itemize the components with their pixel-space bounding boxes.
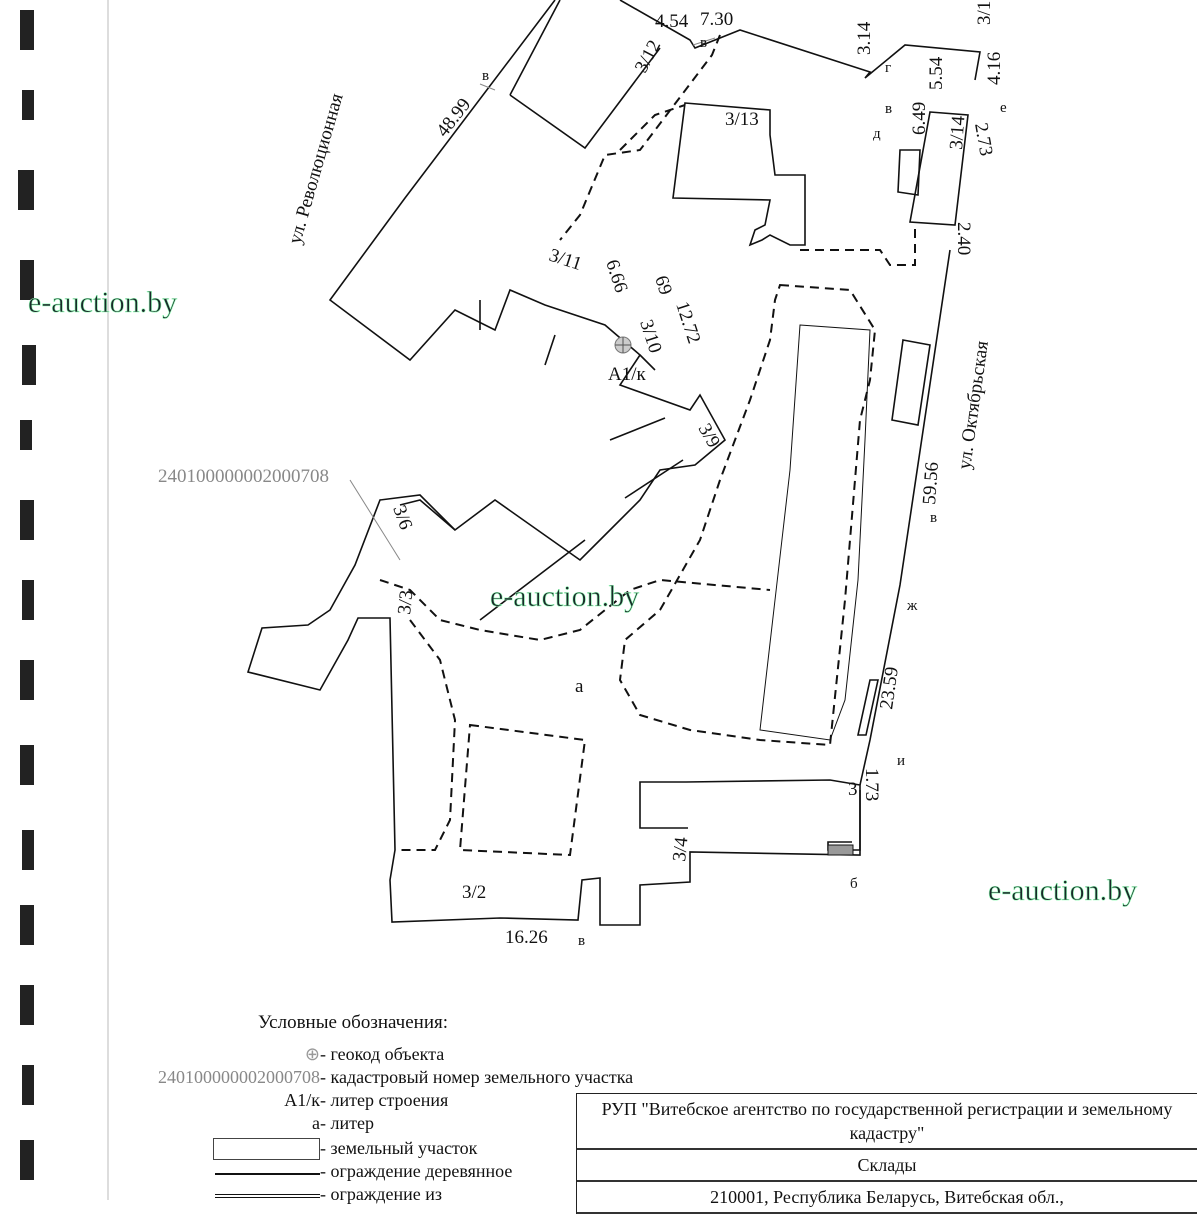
dimension-label: 5.54 <box>926 56 947 90</box>
dimension-label: 48.99 <box>432 94 475 141</box>
building-label: 3/1 <box>974 1 995 25</box>
building-label: 3/2 <box>462 882 486 903</box>
dimension-label: 4.16 <box>984 52 1005 85</box>
legend-text: - ограждение из <box>320 1184 442 1204</box>
legend-text: - литер строения <box>320 1090 449 1110</box>
point-label: ж <box>906 598 918 614</box>
building-label: 3/10 <box>635 317 665 356</box>
building-label: 3/13 <box>725 109 759 130</box>
point-label: в <box>482 68 489 84</box>
building-litera: A1/к <box>608 364 647 385</box>
legend-item-litera: а - литер <box>100 1113 720 1135</box>
point-label: б <box>850 876 858 892</box>
organization-name: РУП "Витебское агентство по государствен… <box>577 1094 1197 1150</box>
building-label: 3 <box>848 779 858 800</box>
building-label: 3/9 <box>694 420 724 452</box>
legend-text: - кадастровый номер земельного участка <box>320 1067 634 1087</box>
legend-symbol: A1/к <box>284 1090 320 1110</box>
building-label: 3/11 <box>546 245 584 275</box>
dimension-label: 16.26 <box>505 927 548 948</box>
legend-text: - геокод объекта <box>320 1044 445 1064</box>
watermark: e-auction.by <box>988 874 1137 907</box>
point-label: е <box>1000 100 1007 116</box>
street-label-oktyabrskaya: ул. Октябрьская <box>954 339 993 470</box>
wooden-fence-swatch <box>215 1161 320 1175</box>
land-plot-swatch <box>213 1138 320 1160</box>
legend-item-building-litera: A1/к - литер строения <box>100 1090 720 1112</box>
point-label: в <box>578 933 585 949</box>
legend-text: - земельный участок <box>320 1138 478 1158</box>
cadastral-number: 240100000002000708 <box>158 466 329 487</box>
litera-a: а <box>575 676 584 697</box>
fence-swatch <box>215 1184 320 1198</box>
dimension-label: 1.73 <box>861 768 882 801</box>
dimension-label: 7.30 <box>700 9 733 30</box>
point-label: в <box>930 510 937 526</box>
legend-item-geocode: ⊕ - геокод объекта <box>100 1044 720 1066</box>
legend-symbol: 240100000002000708 <box>158 1067 320 1087</box>
dimension-label: 23.59 <box>876 665 903 710</box>
dimension-label: 12.72 <box>671 299 704 346</box>
point-label: в <box>700 35 707 51</box>
building-label: 3/3 <box>394 589 417 615</box>
building-label: 3/4 <box>669 836 692 863</box>
geocode-icon: ⊕ <box>304 1044 320 1064</box>
watermark: e-auction.by <box>490 580 639 613</box>
scan-binding-edge <box>18 10 36 1180</box>
point-b-marker <box>827 844 854 856</box>
watermark: e-auction.by <box>28 286 177 319</box>
wooden-fence <box>379 34 916 857</box>
address: 210001, Республика Беларусь, Витебская о… <box>577 1182 1197 1214</box>
dimension-label: 2.40 <box>953 222 974 255</box>
legend-item-cadastral: 240100000002000708 - кадастровый номер з… <box>100 1067 720 1089</box>
legend-item-fence-other: - ограждение из <box>100 1184 720 1206</box>
building-label: 3/14 <box>946 115 969 151</box>
street-label-revolutsionnaya: ул. Революционная <box>285 91 348 247</box>
building-outlines <box>759 324 871 741</box>
point-label: и <box>897 753 905 769</box>
legend-text: - литер <box>320 1113 374 1133</box>
point-label: г <box>885 60 891 76</box>
building-label: 3/12 <box>631 37 665 77</box>
dimension-label: 59.56 <box>919 461 943 505</box>
point-label: в <box>885 101 892 117</box>
point-label: д <box>873 126 881 142</box>
dimension-label: 4.54 <box>655 11 689 32</box>
legend-item-land-plot: - земельный участок <box>100 1138 720 1160</box>
title-block: РУП "Витебское агентство по государствен… <box>576 1093 1197 1214</box>
legend-text: - ограждение деревянное <box>320 1161 513 1181</box>
legend-item-wooden-fence: - ограждение деревянное <box>100 1161 720 1183</box>
dimension-label: 69 <box>650 273 676 298</box>
legend-symbol: а <box>312 1113 320 1133</box>
object-name: Склады <box>577 1150 1197 1182</box>
dimension-label: 3.14 <box>854 21 875 55</box>
building-label: 3/6 <box>388 503 416 533</box>
dimension-label: 6.49 <box>909 102 930 135</box>
dimension-label: 2.73 <box>970 121 996 157</box>
legend-title: Условные обозначения: <box>258 1012 449 1033</box>
geocode-icon <box>614 336 632 354</box>
dimension-label: 6.66 <box>601 257 631 295</box>
